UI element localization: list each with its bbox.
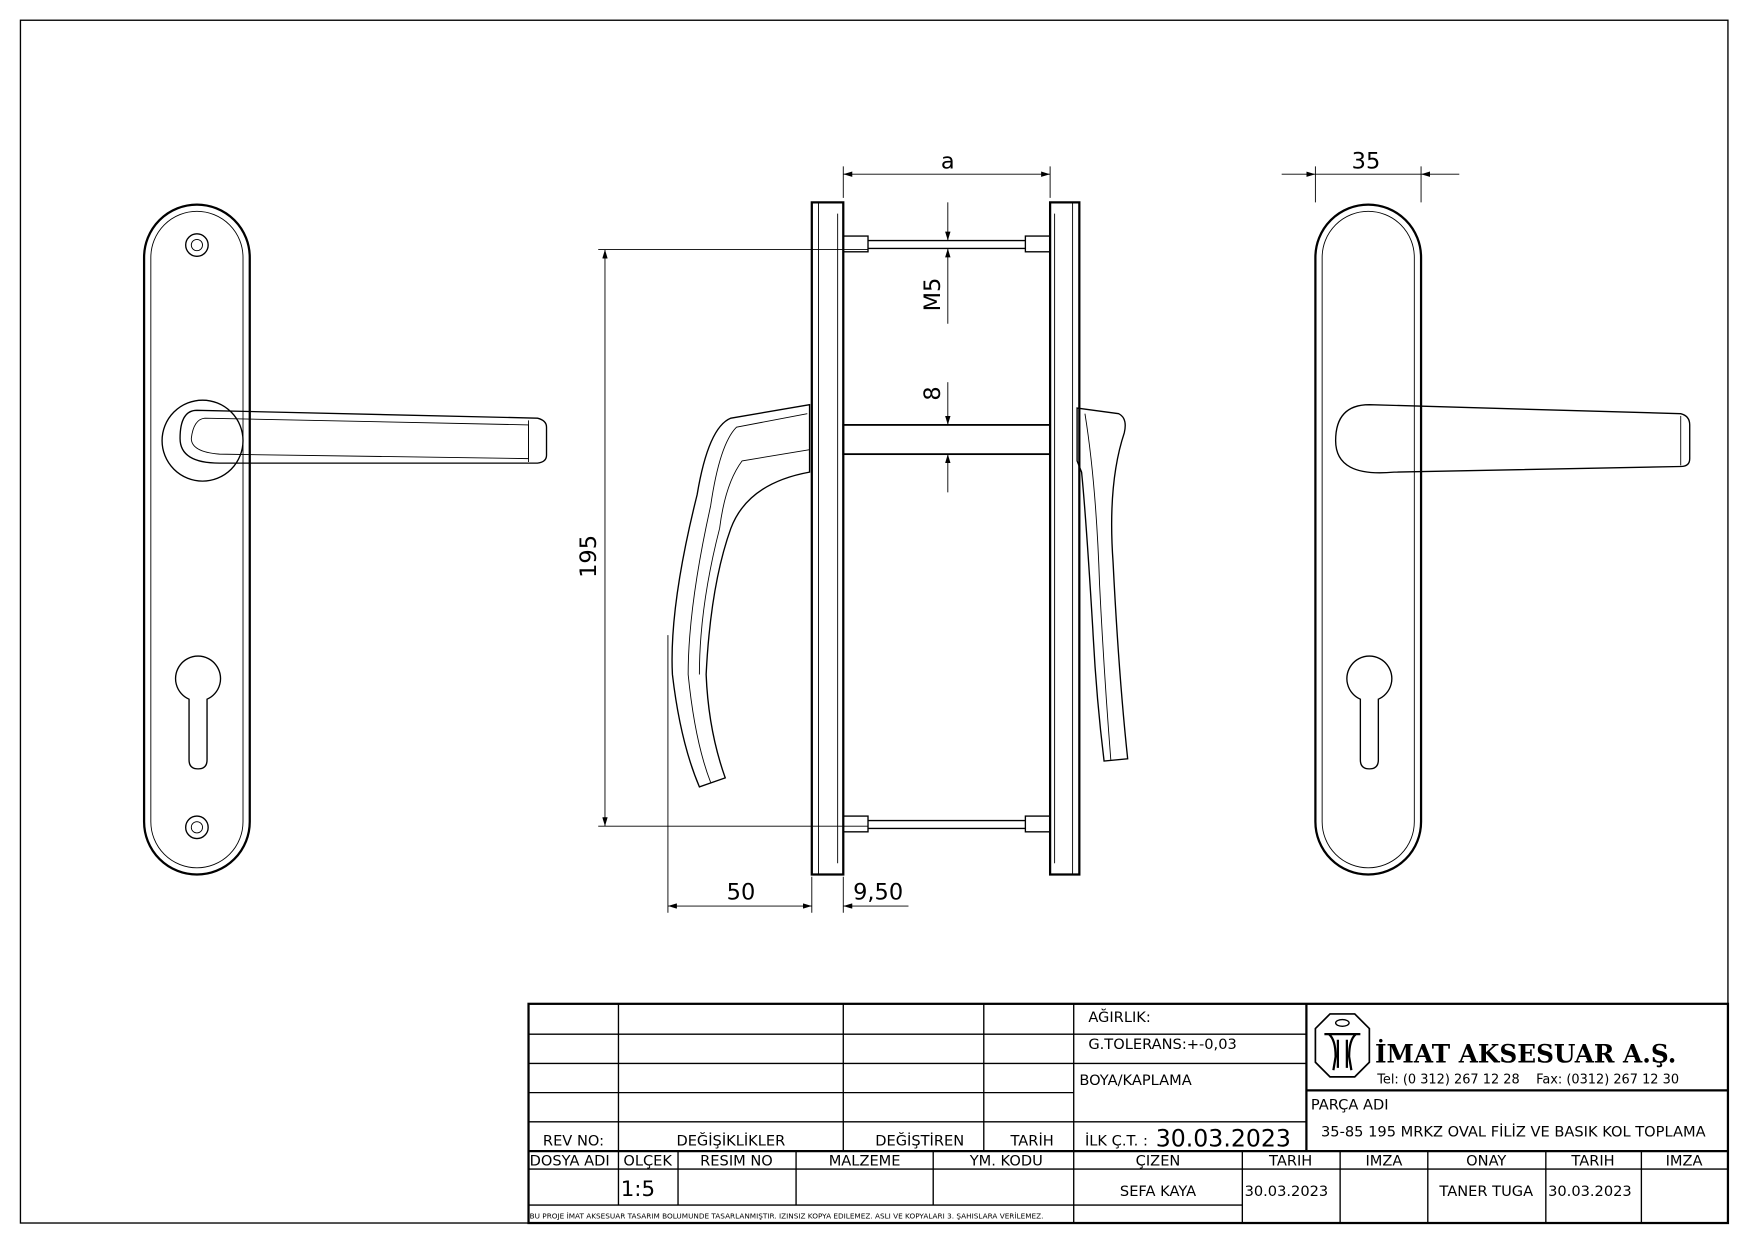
tolerance-label: G.TOLERANS:+-0,03 <box>1088 1036 1236 1053</box>
keyhole-rear <box>1346 655 1393 770</box>
header-signature: IMZA <box>1366 1153 1403 1170</box>
rear-view <box>1314 203 1691 876</box>
header-approval-date: TARIH <box>1570 1153 1614 1170</box>
company-name: İMAT AKSESUAR A.Ş. <box>1375 1039 1676 1068</box>
header-drawing-no: RESIM NO <box>700 1153 773 1170</box>
first-date-label: İLK Ç.T. : <box>1085 1131 1148 1149</box>
approved-by: TANER TUGA <box>1438 1183 1533 1200</box>
dim-a: a <box>941 149 955 175</box>
drawn-by: SEFA KAYA <box>1120 1183 1196 1200</box>
outer-handle <box>1076 407 1129 762</box>
company-contact: Tel: (0 312) 267 12 28 Fax: (0312) 267 1… <box>1376 1073 1679 1088</box>
screw-hole-bottom <box>185 815 209 840</box>
spindle <box>842 424 1052 456</box>
keyhole <box>174 655 222 770</box>
lever-handle-rear <box>1334 403 1691 474</box>
rosette <box>161 399 244 482</box>
dim-9-50: 9,50 <box>853 879 903 905</box>
rev-no-header: REV NO: <box>543 1132 604 1149</box>
header-material: MALZEME <box>829 1153 901 1170</box>
copyright-notice: BU PROJE İMAT AKSESUAR TASARIM BOLUMUNDE… <box>530 1212 1044 1221</box>
header-approval: ONAY <box>1466 1153 1506 1170</box>
screw-hole-top <box>185 233 209 257</box>
approved-date: 30.03.2023 <box>1548 1183 1632 1200</box>
lever-handle <box>179 409 548 464</box>
title-block: AĞIRLIK: G.TOLERANS:+-0,03 BOYA/KAPLAMA … <box>527 1002 1730 1225</box>
header-date: TARIH <box>1268 1153 1312 1170</box>
finish-label: BOYA/KAPLAMA <box>1079 1072 1191 1089</box>
header-drawn-by: ÇIZEN <box>1136 1153 1181 1170</box>
first-date: 30.03.2023 <box>1156 1125 1291 1153</box>
dim-195: 195 <box>576 535 602 578</box>
dim-m5: M5 <box>920 278 946 312</box>
inner-handle <box>671 403 811 788</box>
side-view <box>671 201 1129 876</box>
header-approval-signature: IMZA <box>1666 1153 1703 1170</box>
company-logo <box>1314 1013 1371 1078</box>
header-file-name: DOSYA ADI <box>530 1153 610 1170</box>
header-scale: OLÇEK <box>623 1153 672 1170</box>
scale-value: 1:5 <box>621 1177 655 1202</box>
date-header: TARİH <box>1010 1131 1054 1149</box>
weight-label: AĞIRLIK: <box>1088 1008 1150 1026</box>
changed-by-header: DEĞİŞTİREN <box>875 1131 964 1149</box>
dim-35: 35 <box>1352 149 1381 175</box>
header-ym-code: YM. KODU <box>969 1153 1043 1170</box>
dim-50: 50 <box>727 879 756 905</box>
dimensions: a 35 195 M5 8 50 9,50 <box>576 149 1460 913</box>
dim-8: 8 <box>920 386 946 400</box>
part-name-label: PARÇA ADI <box>1311 1096 1389 1113</box>
drawn-date: 30.03.2023 <box>1245 1183 1329 1200</box>
changes-header: DEĞİŞİKLİKLER <box>676 1131 785 1149</box>
front-view <box>142 203 548 876</box>
part-name: 35-85 195 MRKZ OVAL FİLİZ VE BASIK KOL T… <box>1321 1122 1706 1140</box>
